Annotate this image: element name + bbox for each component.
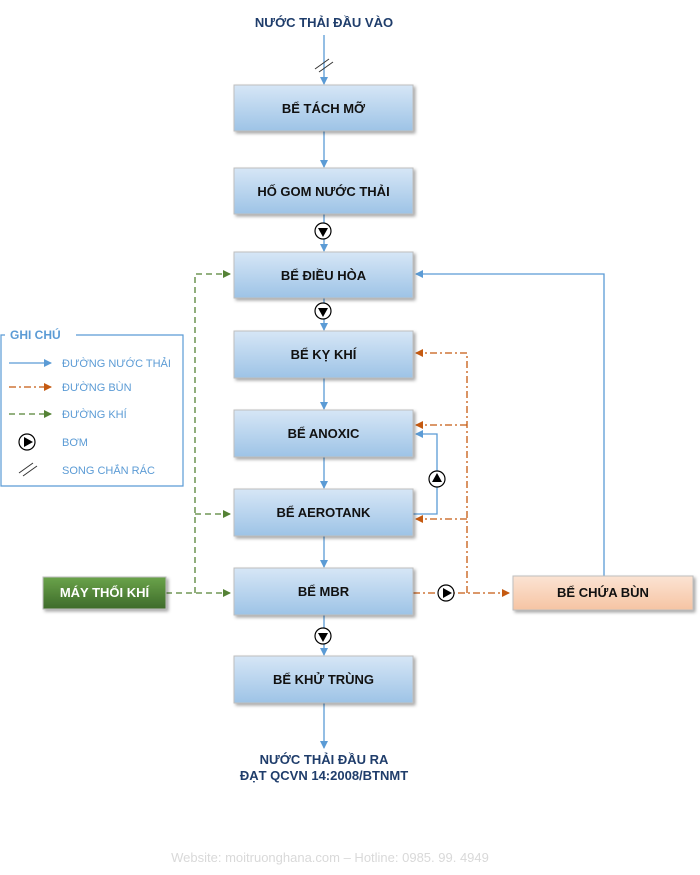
- box-may-thoi-khi-label: MÁY THỔI KHÍ: [60, 585, 150, 600]
- box-dieu-hoa: BỂ ĐIỀU HÒA: [233, 251, 414, 299]
- box-tach-mo: BỂ TÁCH MỠ: [233, 84, 414, 132]
- legend-title: GHI CHÚ: [10, 327, 61, 342]
- legend-sludge-line-label: ĐƯỜNG BÙN: [62, 381, 132, 394]
- outlet-title-line1: NƯỚC THẢI ĐẦU RA: [260, 752, 389, 767]
- legend: GHI CHÚ ĐƯỜNG NƯỚC THẢI ĐƯỜNG BÙN ĐƯỜNG …: [0, 327, 184, 487]
- legend-air-line-label: ĐƯỜNG KHÍ: [62, 408, 128, 421]
- pump-icon-mbr: [314, 627, 332, 645]
- box-ho-gom-label: HỐ GOM NƯỚC THẢI: [257, 184, 389, 199]
- legend-water-line-label: ĐƯỜNG NƯỚC THẢI: [62, 357, 171, 370]
- outlet-title-line2: ĐẠT QCVN 14:2008/BTNMT: [240, 768, 408, 783]
- box-mbr-label: BỂ MBR: [298, 584, 350, 599]
- footer-website-hotline: Website: moitruonghana.com – Hotline: 09…: [171, 850, 489, 865]
- sludge-lines: [413, 349, 510, 597]
- air-lines: [166, 270, 231, 597]
- box-ho-gom: HỐ GOM NƯỚC THẢI: [233, 167, 414, 215]
- legend-screen-icon: [18, 462, 38, 477]
- legend-screen-label: SONG CHẮN RÁC: [62, 464, 155, 477]
- pump-icon-dieu-hoa: [314, 302, 332, 320]
- box-may-thoi-khi: MÁY THỔI KHÍ: [42, 576, 167, 610]
- box-anoxic-label: BỂ ANOXIC: [288, 426, 360, 441]
- air-line-to-dieu-hoa: [194, 270, 231, 593]
- box-khu-trung-label: BỂ KHỬ TRÙNG: [273, 672, 374, 687]
- box-chua-bun: BỂ CHỨA BÙN: [512, 575, 694, 611]
- box-ky-khi-label: BỂ KỴ KHÍ: [291, 347, 357, 362]
- water-lines: [320, 35, 605, 749]
- box-anoxic: BỂ ANOXIC: [233, 409, 414, 458]
- pump-icon-sludge: [437, 584, 455, 602]
- inlet-title: NƯỚC THẢI ĐẦU VÀO: [255, 15, 393, 30]
- legend-pump-icon: [18, 433, 36, 451]
- pump-icon-ho-gom: [314, 222, 332, 240]
- legend-pump-label: BƠM: [62, 437, 88, 449]
- box-aerotank: BỂ AEROTANK: [233, 488, 414, 537]
- box-ky-khi: BỂ KỴ KHÍ: [233, 330, 414, 379]
- box-chua-bun-label: BỂ CHỨA BÙN: [557, 585, 649, 600]
- screen-symbol-inlet: [314, 58, 334, 73]
- box-tach-mo-label: BỂ TÁCH MỠ: [282, 101, 366, 116]
- box-dieu-hoa-label: BỂ ĐIỀU HÒA: [281, 268, 367, 283]
- sludge-line-to-ky-khi: [415, 349, 468, 593]
- box-aerotank-label: BỂ AEROTANK: [277, 505, 372, 520]
- box-khu-trung: BỂ KHỬ TRÙNG: [233, 655, 414, 704]
- water-line-sludge-return: [415, 270, 605, 576]
- pump-icon-recirculation: [428, 470, 446, 488]
- box-mbr: BỂ MBR: [233, 567, 414, 616]
